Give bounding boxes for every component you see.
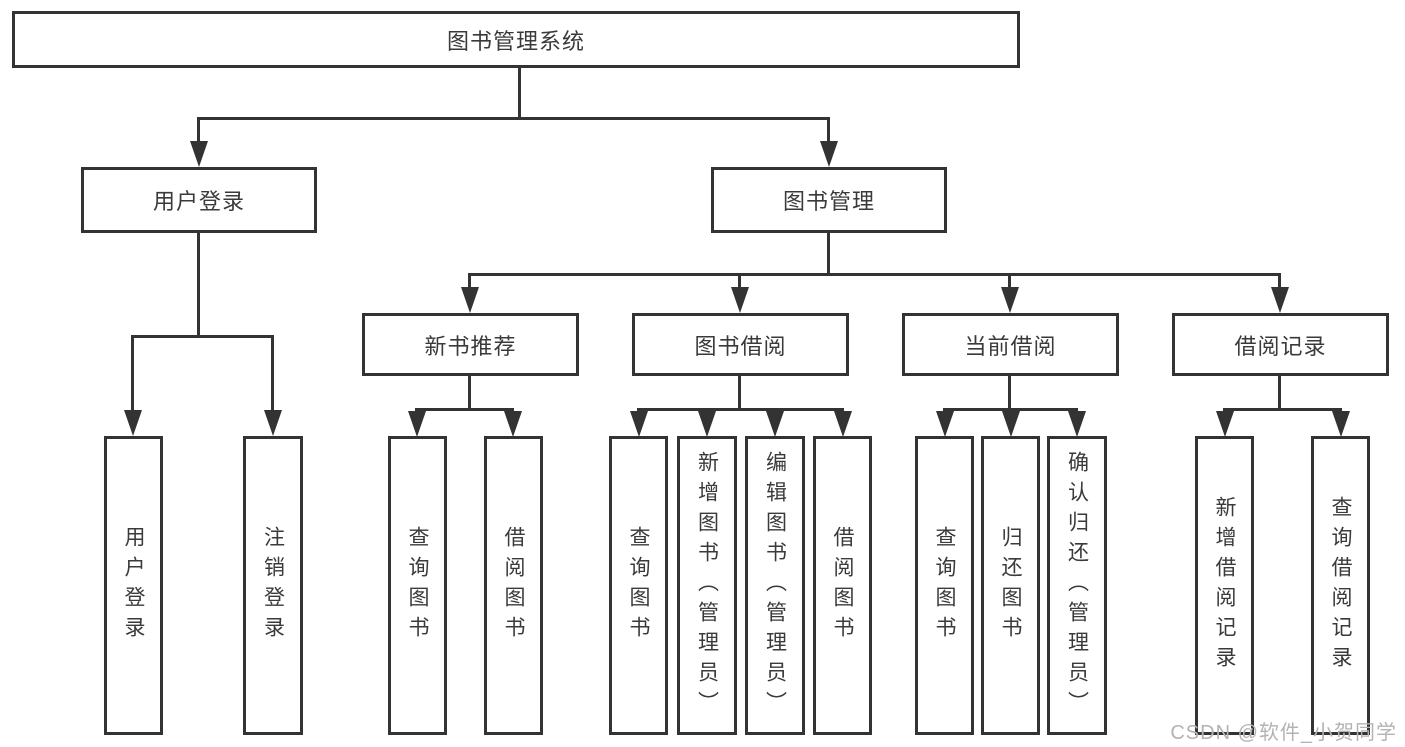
leaf-add-borrow-record-label: 新增借阅记录 — [1213, 495, 1236, 676]
leaf-query-books-borrow-label: 查询图书 — [627, 525, 650, 646]
leaf-borrow-books-recommend: 借阅图书 — [484, 436, 543, 735]
connector-line — [271, 335, 274, 412]
arrow-down-icon — [820, 141, 838, 167]
connector-line — [197, 117, 830, 120]
arrow-down-icon — [1332, 411, 1350, 437]
connector-line — [468, 273, 1281, 276]
node-new-book-recommend-label: 新书推荐 — [424, 333, 517, 359]
connector-line — [131, 335, 274, 338]
connector-line — [415, 408, 514, 411]
arrow-down-icon — [190, 141, 208, 167]
arrow-down-icon — [731, 287, 749, 313]
leaf-confirm-return-admin-label: 确认归还（管理员） — [1065, 450, 1089, 721]
leaf-edit-book-admin: 编辑图书（管理员） — [745, 436, 805, 735]
node-borrow-records-label: 借阅记录 — [1234, 333, 1327, 359]
arrow-down-icon — [1216, 411, 1234, 437]
arrow-down-icon — [461, 287, 479, 313]
csdn-watermark: CSDN @软件_小贺同学 — [1170, 722, 1397, 744]
connector-line — [1223, 408, 1342, 411]
connector-line — [1008, 273, 1011, 289]
connector-line — [637, 408, 844, 411]
connector-line — [738, 273, 741, 289]
arrow-down-icon — [766, 411, 784, 437]
leaf-query-books-recommend: 查询图书 — [388, 436, 447, 735]
node-current-borrow: 当前借阅 — [902, 313, 1119, 376]
node-book-borrow-label: 图书借阅 — [694, 333, 787, 359]
arrow-down-icon — [1068, 411, 1086, 437]
arrow-down-icon — [698, 411, 716, 437]
connector-line — [827, 117, 830, 144]
connector-line — [1008, 376, 1011, 411]
leaf-logout-label: 注销登录 — [261, 525, 285, 646]
connector-line — [738, 376, 741, 411]
arrow-down-icon — [936, 411, 954, 437]
connector-line — [1278, 376, 1281, 411]
node-user-login-label: 用户登录 — [152, 189, 245, 214]
node-root-label: 图书管理系统 — [446, 28, 585, 54]
leaf-add-borrow-record: 新增借阅记录 — [1195, 436, 1254, 735]
leaf-query-borrow-record-label: 查询借阅记录 — [1329, 495, 1352, 676]
leaf-borrow-books-borrow-label: 借阅图书 — [831, 525, 854, 646]
leaf-query-books-borrow: 查询图书 — [609, 436, 668, 735]
connector-line — [131, 335, 134, 412]
leaf-return-book: 归还图书 — [981, 436, 1040, 735]
arrow-down-icon — [124, 410, 142, 436]
leaf-confirm-return-admin: 确认归还（管理员） — [1047, 436, 1107, 735]
node-user-login: 用户登录 — [81, 167, 317, 233]
leaf-query-books-current: 查询图书 — [915, 436, 974, 735]
leaf-borrow-books-recommend-label: 借阅图书 — [502, 525, 525, 646]
arrow-down-icon — [264, 410, 282, 436]
leaf-add-book-admin-label: 新增图书（管理员） — [695, 450, 719, 721]
leaf-user-login-label: 用户登录 — [122, 525, 145, 646]
node-book-management-label: 图书管理 — [782, 189, 875, 214]
node-borrow-records: 借阅记录 — [1172, 313, 1389, 376]
connector-line — [1278, 273, 1281, 289]
leaf-logout: 注销登录 — [243, 436, 303, 735]
arrow-down-icon — [1002, 411, 1020, 437]
leaf-query-books-current-label: 查询图书 — [933, 525, 956, 646]
connector-line — [197, 117, 200, 144]
leaf-user-login: 用户登录 — [104, 436, 163, 735]
leaf-query-books-recommend-label: 查询图书 — [406, 525, 429, 646]
node-current-borrow-label: 当前借阅 — [964, 333, 1057, 359]
connector-line — [197, 233, 200, 338]
leaf-edit-book-admin-label: 编辑图书（管理员） — [763, 450, 787, 721]
connector-line — [468, 376, 471, 411]
node-root: 图书管理系统 — [12, 11, 1020, 68]
arrow-down-icon — [630, 411, 648, 437]
leaf-return-book-label: 归还图书 — [999, 525, 1022, 646]
arrow-down-icon — [834, 411, 852, 437]
arrow-down-icon — [504, 411, 522, 437]
connector-line — [468, 273, 471, 289]
leaf-borrow-books-borrow: 借阅图书 — [813, 436, 872, 735]
node-book-borrow: 图书借阅 — [632, 313, 849, 376]
connector-line — [943, 408, 1078, 411]
arrow-down-icon — [1001, 287, 1019, 313]
leaf-query-borrow-record: 查询借阅记录 — [1311, 436, 1370, 735]
connector-line — [827, 233, 830, 276]
arrow-down-icon — [408, 411, 426, 437]
leaf-add-book-admin: 新增图书（管理员） — [677, 436, 737, 735]
arrow-down-icon — [1271, 287, 1289, 313]
node-new-book-recommend: 新书推荐 — [362, 313, 579, 376]
node-book-management: 图书管理 — [711, 167, 947, 233]
connector-line — [518, 66, 521, 119]
